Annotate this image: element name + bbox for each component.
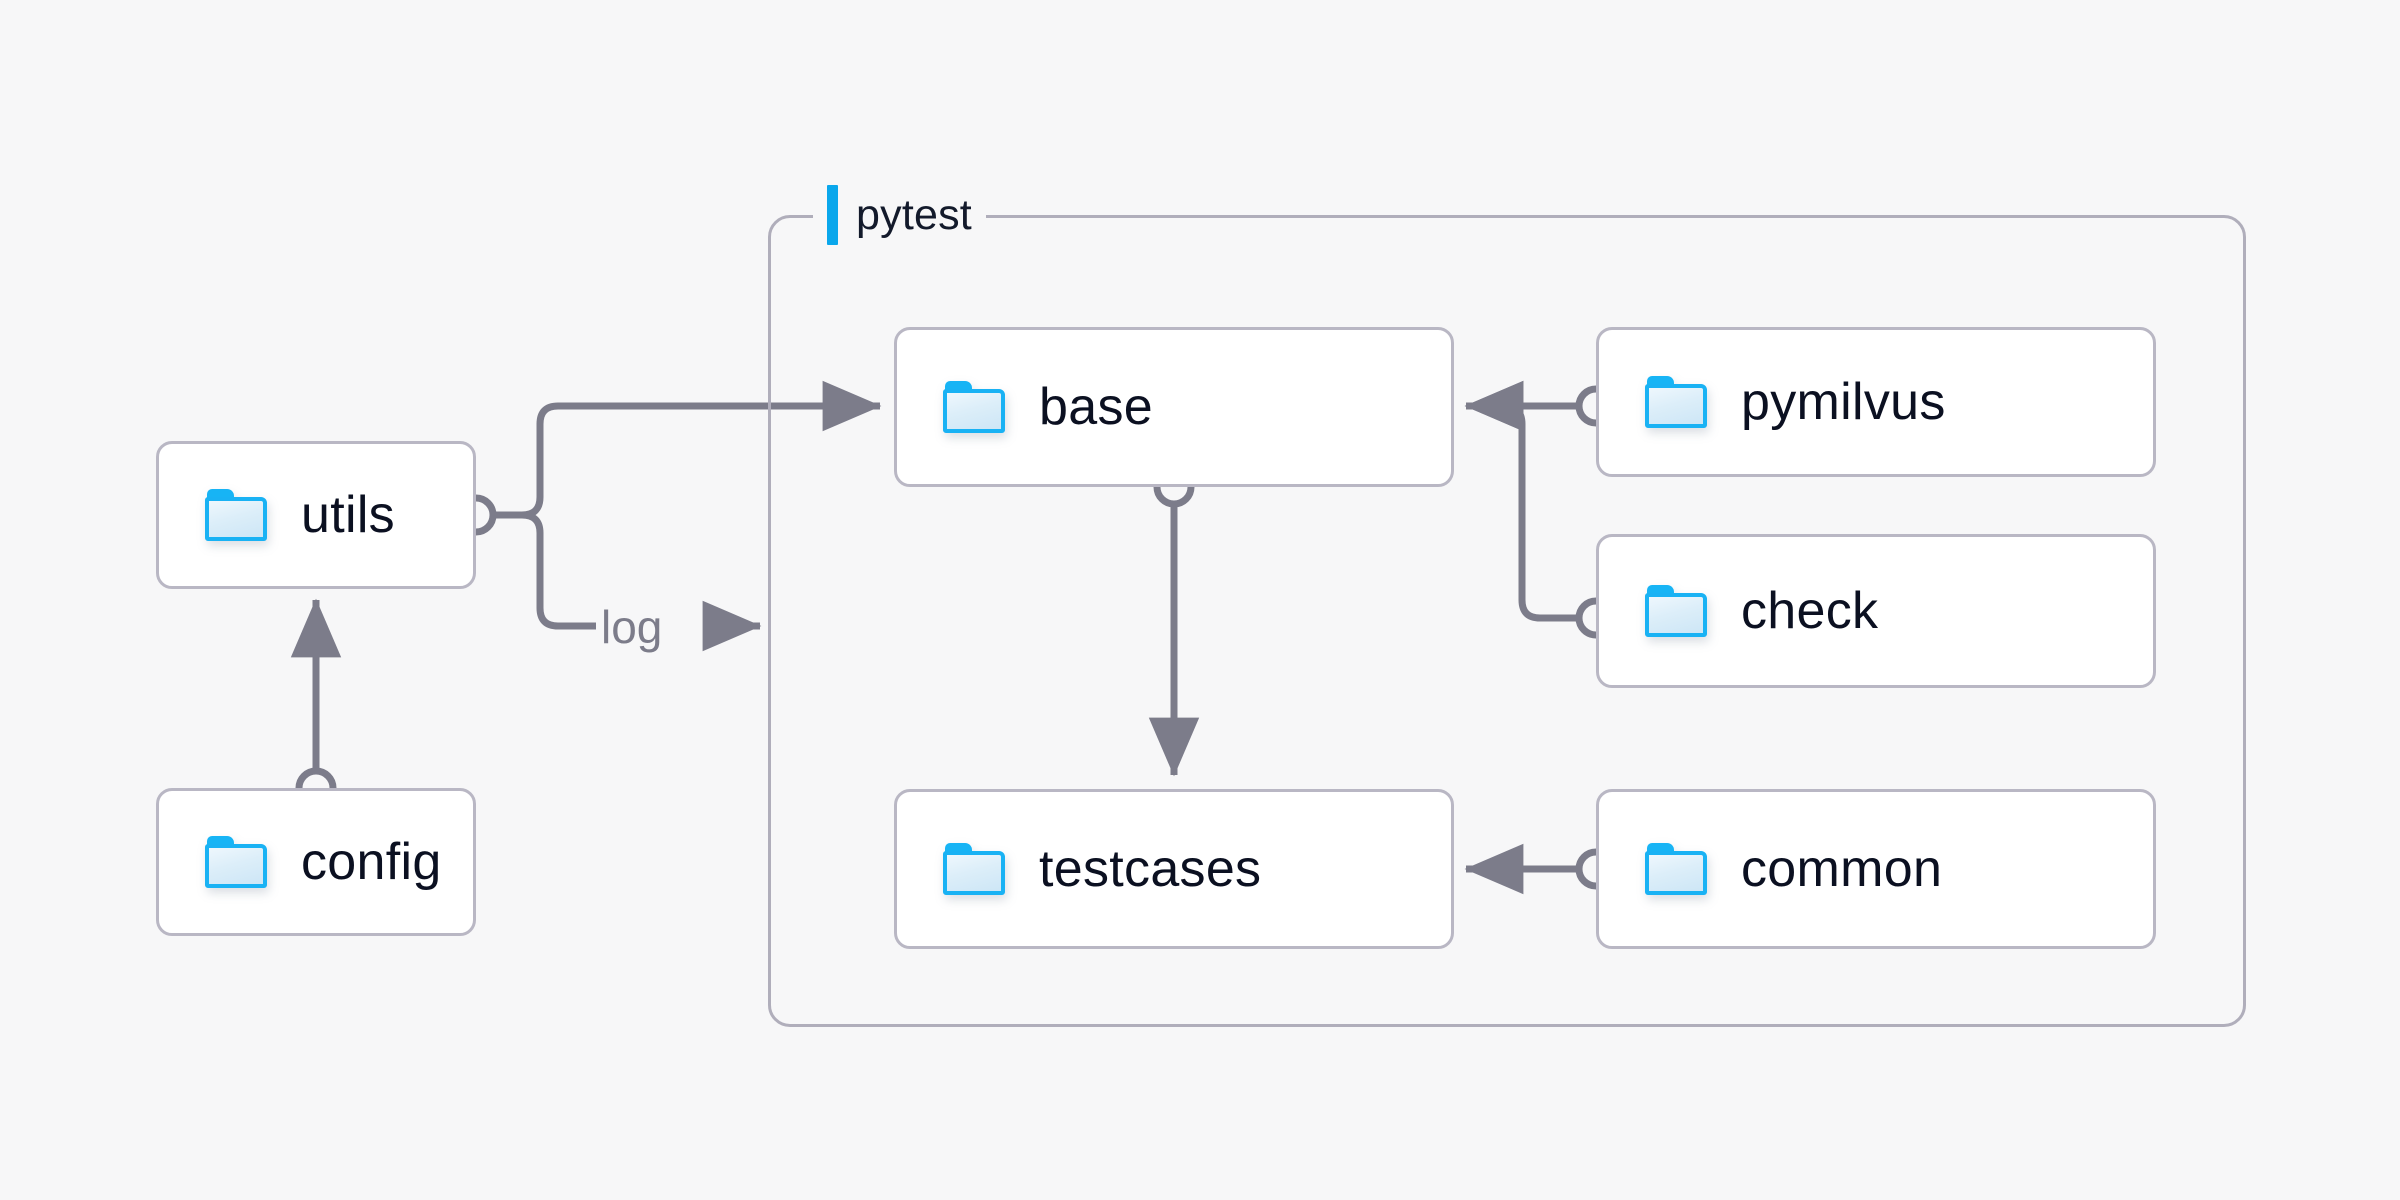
folder-icon [1645, 843, 1707, 895]
folder-icon [205, 489, 267, 541]
node-pymilvus-label: pymilvus [1741, 373, 1946, 431]
group-marker-bar-icon [827, 185, 838, 245]
node-base-label: base [1039, 378, 1153, 436]
folder-icon [1645, 376, 1707, 428]
edge-label-log: log [601, 601, 663, 653]
folder-icon [943, 843, 1005, 895]
node-pymilvus[interactable]: pymilvus [1596, 327, 2156, 477]
node-utils-label: utils [301, 486, 395, 544]
folder-icon [943, 381, 1005, 433]
node-testcases-label: testcases [1039, 840, 1262, 898]
node-common[interactable]: common [1596, 789, 2156, 949]
group-pytest[interactable] [768, 215, 2246, 1027]
group-title-label: pytest [856, 190, 972, 239]
edge-utils-log [492, 511, 596, 630]
node-config[interactable]: config [156, 788, 476, 936]
folder-icon [205, 836, 267, 888]
node-base[interactable]: base [894, 327, 1454, 487]
folder-icon [1645, 585, 1707, 637]
node-utils[interactable]: utils [156, 441, 476, 589]
node-testcases[interactable]: testcases [894, 789, 1454, 949]
node-check[interactable]: check [1596, 534, 2156, 688]
node-config-label: config [301, 833, 442, 891]
group-pytest-title: pytest [813, 185, 986, 245]
node-check-label: check [1741, 582, 1879, 640]
node-common-label: common [1741, 840, 1943, 898]
